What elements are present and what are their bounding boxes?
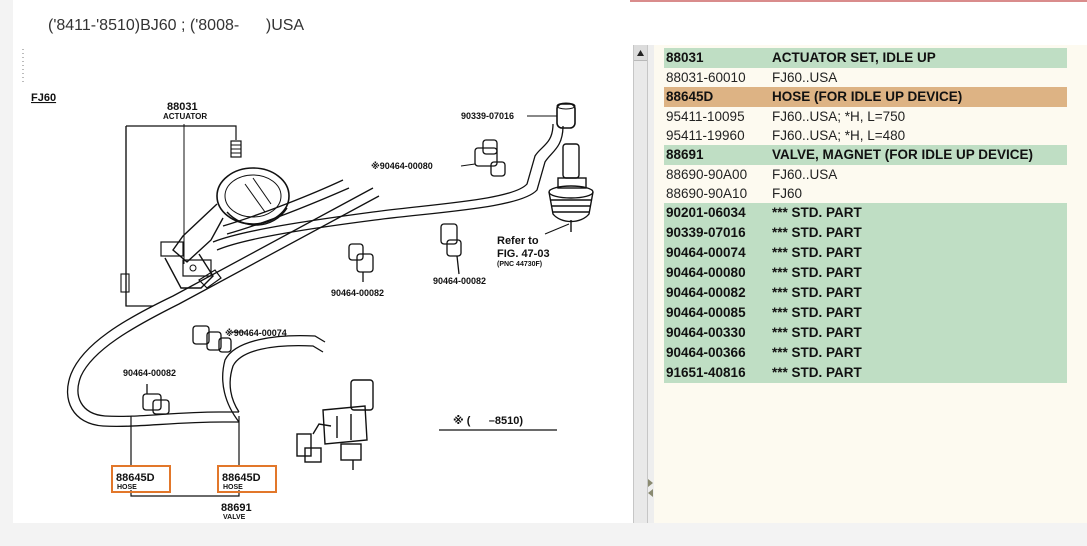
part-description-cell: *** STD. PART: [770, 203, 1067, 223]
part-description-cell: *** STD. PART: [770, 283, 1067, 303]
hose-callout-box-2[interactable]: [217, 465, 277, 493]
hose-drawing: [66, 123, 564, 428]
part-number-cell[interactable]: 90464-00085: [664, 303, 770, 323]
std-part-row[interactable]: 90464-00330*** STD. PART: [664, 323, 1067, 343]
part-number-cell[interactable]: 95411-10095: [666, 109, 745, 124]
hose-callout-label-1: HOSE: [117, 484, 137, 491]
hose-callout-label-2: HOSE: [223, 484, 243, 491]
part-description-cell: FJ60: [772, 186, 803, 201]
part-description-cell: HOSE (FOR IDLE UP DEVICE): [770, 87, 1067, 107]
splitter-grip-icon: [648, 479, 653, 497]
std-part-row[interactable]: 90464-00085*** STD. PART: [664, 303, 1067, 323]
part-description-cell: FJ60..USA; *H, L=750: [772, 109, 906, 124]
part-description-cell: VALVE, MAGNET (FOR IDLE UP DEVICE): [770, 145, 1067, 165]
clip-90464-00082-right: [440, 223, 462, 275]
clip-90464-00074-code: ※90464-00074: [225, 328, 287, 338]
part-number-cell[interactable]: 88691: [664, 145, 770, 165]
part-number-cell[interactable]: 88645D: [664, 87, 770, 107]
triangle-up-icon: [637, 50, 644, 56]
date-note: ※ ( –8510): [453, 415, 523, 427]
part-description-cell: *** STD. PART: [770, 303, 1067, 323]
part-description-cell: *** STD. PART: [770, 323, 1067, 343]
part-description-cell: FJ60..USA; *H, L=480: [772, 128, 906, 143]
top-divider: [630, 0, 1087, 2]
std-part-row[interactable]: 90464-00080*** STD. PART: [664, 263, 1067, 283]
part-number-cell[interactable]: 88690-90A00: [666, 167, 748, 182]
fitting-90339: [527, 102, 576, 129]
hose-callout-code-1: 88645D: [116, 472, 155, 484]
actuator-label: ACTUATOR: [163, 112, 207, 121]
clip-90464-00082-left: [142, 384, 170, 415]
part-number-cell[interactable]: 90464-00082: [664, 283, 770, 303]
part-number-cell[interactable]: 90464-00080: [664, 263, 770, 283]
hose-callout-box-1[interactable]: [111, 465, 171, 493]
std-part-row[interactable]: 91651-40816*** STD. PART: [664, 363, 1067, 383]
vsv-drawing: [548, 143, 594, 232]
part-number-row[interactable]: 88690-90A00 FJ60..USA: [664, 165, 1067, 184]
hose-callout-code-2: 88645D: [222, 472, 261, 484]
magnet-valve-drawing: [296, 379, 374, 470]
actuator-drawing: [160, 167, 290, 289]
clip-90464-00082-center: [348, 243, 374, 282]
part-number-cell[interactable]: 95411-19960: [666, 128, 745, 143]
part-description-cell: FJ60..USA: [772, 70, 838, 85]
valve-callout-label: VALVE: [223, 514, 246, 521]
pnc-ref-label: (PNC 44730F): [497, 261, 542, 268]
part-number-cell[interactable]: 90339-07016: [664, 223, 770, 243]
std-part-row[interactable]: 90464-00082*** STD. PART: [664, 283, 1067, 303]
clip-90464-00080: [474, 139, 506, 177]
clip-90464-00082-code-a: 90464-00082: [331, 288, 384, 298]
fig-ref-label: FIG. 47-03: [497, 248, 550, 260]
part-description-cell: FJ60..USA: [772, 167, 838, 182]
std-part-row[interactable]: 90464-00074*** STD. PART: [664, 243, 1067, 263]
part-description-cell: ACTUATOR SET, IDLE UP: [770, 48, 1067, 68]
vertical-scrollbar[interactable]: [633, 45, 648, 523]
figure-title: FJ60: [31, 92, 56, 104]
parts-illustration[interactable]: FJ60 88031 ACTUATOR: [13, 44, 633, 523]
pane-splitter[interactable]: [648, 45, 654, 523]
part-description-cell: *** STD. PART: [770, 363, 1067, 383]
fitting-90339-code: 90339-07016: [461, 111, 514, 121]
part-number-cell[interactable]: 90201-06034: [664, 203, 770, 223]
std-part-row[interactable]: 90201-06034*** STD. PART: [664, 203, 1067, 223]
part-number-row[interactable]: 95411-19960 FJ60..USA; *H, L=480: [664, 126, 1067, 145]
part-number-row[interactable]: 88690-90A10 FJ60: [664, 184, 1067, 203]
part-description-cell: *** STD. PART: [770, 343, 1067, 363]
part-number-row[interactable]: 88031-60010 FJ60..USA: [664, 68, 1067, 87]
part-number-cell[interactable]: 88031: [664, 48, 770, 68]
part-description-cell: *** STD. PART: [770, 223, 1067, 243]
part-description-cell: *** STD. PART: [770, 243, 1067, 263]
clip-90464-00074: [192, 325, 232, 353]
clip-90464-00082-code-b: 90464-00082: [433, 276, 486, 286]
std-part-row[interactable]: 90339-07016*** STD. PART: [664, 223, 1067, 243]
refer-to-label: Refer to: [497, 235, 539, 247]
std-part-row[interactable]: 90464-00366*** STD. PART: [664, 343, 1067, 363]
part-number-cell[interactable]: 88031-60010: [666, 70, 746, 85]
scroll-up-button[interactable]: [634, 45, 647, 61]
model-range-caption: ('8411-'8510)BJ60 ; ('8008- )USA: [48, 17, 305, 34]
part-number-cell[interactable]: 91651-40816: [664, 363, 770, 383]
part-number-cell[interactable]: 88690-90A10: [666, 186, 748, 201]
part-number-cell[interactable]: 90464-00330: [664, 323, 770, 343]
part-number-row[interactable]: 95411-10095 FJ60..USA; *H, L=750: [664, 107, 1067, 126]
valve-callout-code: 88691: [221, 502, 252, 514]
part-number-cell[interactable]: 90464-00366: [664, 343, 770, 363]
clip-90464-00080-code: ※90464-00080: [371, 161, 433, 171]
clip-90464-00082-code-c: 90464-00082: [123, 368, 176, 378]
actuator-code: 88031: [167, 101, 198, 113]
part-number-cell[interactable]: 90464-00074: [664, 243, 770, 263]
part-description-cell: *** STD. PART: [770, 263, 1067, 283]
